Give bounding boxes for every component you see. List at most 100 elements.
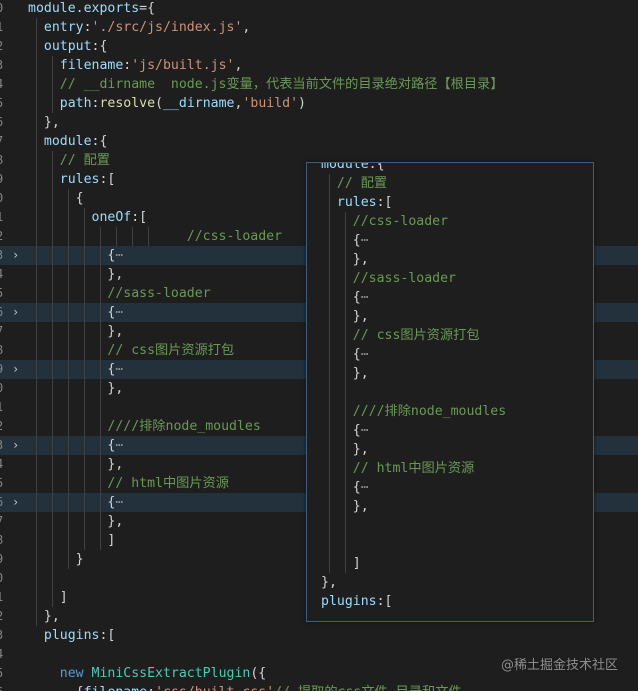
folded-region-ellipsis[interactable]: ⋯	[115, 495, 124, 510]
peek-line[interactable]: rules:[	[307, 193, 593, 212]
code-line[interactable]: 7 },	[0, 322, 638, 341]
peek-line[interactable]: ////排除node_moudles	[307, 402, 593, 421]
peek-definition-panel[interactable]: module:{ // 配置 rules:[ //css-loader {⋯ }…	[306, 162, 594, 622]
peek-line[interactable]	[307, 516, 593, 535]
peek-line[interactable]	[307, 535, 593, 554]
code-text: }	[28, 550, 84, 569]
peek-line[interactable]: },	[307, 440, 593, 459]
code-line[interactable]: 7 },	[0, 512, 638, 531]
code-token: ////排除node_moudles	[321, 404, 507, 419]
indent-guide	[345, 459, 346, 478]
folded-region-ellipsis[interactable]: ⋯	[360, 290, 369, 305]
chevron-right-icon[interactable]: ›	[12, 305, 20, 319]
code-line[interactable]: 4 // __dirname node.js变量，代表当前文件的目录绝对路径【根…	[0, 75, 638, 94]
folded-region-ellipsis[interactable]: ⋯	[360, 423, 369, 438]
peek-line[interactable]: {⋯	[307, 288, 593, 307]
folded-region-ellipsis[interactable]: ⋯	[115, 305, 124, 320]
code-line[interactable]: 2 ////排除node_moudles	[0, 417, 638, 436]
code-token: :	[83, 20, 92, 35]
code-line[interactable]: 9 rules:[	[0, 170, 638, 189]
peek-line[interactable]: },	[307, 497, 593, 516]
peek-line[interactable]: module:{	[307, 163, 593, 174]
code-line[interactable]: 6 {filename:'css/built.css'// 提取的css文件 目…	[0, 683, 638, 691]
peek-line[interactable]: // 配置	[307, 174, 593, 193]
peek-line[interactable]: ]	[307, 554, 593, 573]
code-line[interactable]: 2 //css-loader	[0, 227, 638, 246]
line-number: 5	[0, 474, 3, 493]
code-text: {filename:'css/built.css'// 提取的css文件 目录和…	[28, 683, 462, 691]
folded-region-ellipsis[interactable]: ⋯	[115, 438, 124, 453]
indent-guide	[52, 417, 53, 436]
indent-guide	[68, 303, 69, 322]
peek-line[interactable]: //css-loader	[307, 212, 593, 231]
indent-guide	[329, 535, 330, 554]
indent-guide	[345, 383, 346, 402]
folded-region-ellipsis[interactable]: ⋯	[360, 480, 369, 495]
code-line[interactable]: 2 output:{	[0, 37, 638, 56]
code-line[interactable]: 5 path:resolve(__dirname,'build')	[0, 94, 638, 113]
code-line[interactable]: 0 },	[0, 379, 638, 398]
indent-guide	[68, 284, 69, 303]
chevron-right-icon[interactable]: ›	[12, 438, 20, 452]
peek-code-text: },	[321, 440, 369, 459]
peek-line[interactable]: {⋯	[307, 478, 593, 497]
peek-line[interactable]: //sass-loader	[307, 269, 593, 288]
folded-region-ellipsis[interactable]: ⋯	[115, 362, 124, 377]
code-line[interactable]: 4 },	[0, 455, 638, 474]
chevron-right-icon[interactable]: ›	[12, 495, 20, 509]
code-line[interactable]: 3 plugins:[	[0, 626, 638, 645]
code-line[interactable]: 5 // html中图片资源	[0, 474, 638, 493]
indent-guide	[100, 512, 101, 531]
peek-line[interactable]: },	[307, 250, 593, 269]
indent-guide	[345, 516, 346, 535]
indent-guide	[36, 436, 37, 455]
code-line[interactable]: 3 filename:'js/built.js',	[0, 56, 638, 75]
peek-line[interactable]: {⋯	[307, 421, 593, 440]
code-line[interactable]: 0 {	[0, 189, 638, 208]
code-token: )	[298, 96, 306, 111]
peek-line[interactable]: {⋯	[307, 345, 593, 364]
chevron-right-icon[interactable]: ›	[12, 248, 20, 262]
indent-guide	[100, 398, 101, 417]
indent-guide	[52, 588, 53, 607]
code-line[interactable]: 1 ]	[0, 588, 638, 607]
code-line[interactable]: 1 oneOf:[	[0, 208, 638, 227]
code-line[interactable]: 4	[0, 645, 638, 664]
peek-line[interactable]: // css图片资源打包	[307, 326, 593, 345]
indent-guide	[36, 607, 37, 626]
peek-code-text: },	[321, 497, 369, 516]
code-line[interactable]: 1	[0, 398, 638, 417]
peek-code-text: module:{	[321, 163, 385, 174]
code-line[interactable]: 2 },	[0, 607, 638, 626]
code-line[interactable]: 4 },	[0, 265, 638, 284]
code-line[interactable]: 8 // css图片资源打包	[0, 341, 638, 360]
folded-region-ellipsis[interactable]: ⋯	[360, 347, 369, 362]
indent-guide	[329, 193, 330, 212]
chevron-right-icon[interactable]: ›	[12, 362, 20, 376]
indent-guide	[36, 132, 37, 151]
code-line[interactable]: 0module.exports={	[0, 0, 638, 18]
indent-guide	[36, 398, 37, 417]
code-line[interactable]: 8 // 配置	[0, 151, 638, 170]
peek-line[interactable]: plugins:[	[307, 592, 593, 611]
indent-guide	[52, 208, 53, 227]
code-token: filename	[28, 58, 124, 73]
code-line[interactable]: 5 new MiniCssExtractPlugin({	[0, 664, 638, 683]
peek-line[interactable]: },	[307, 307, 593, 326]
code-line[interactable]: 6 },	[0, 113, 638, 132]
peek-line[interactable]: // html中图片资源	[307, 459, 593, 478]
peek-line[interactable]	[307, 383, 593, 402]
code-line[interactable]: 7 module:{	[0, 132, 638, 151]
code-line[interactable]: 1 entry:'./src/js/index.js',	[0, 18, 638, 37]
code-line[interactable]: 9 }	[0, 550, 638, 569]
indent-guide	[84, 474, 85, 493]
peek-line[interactable]: },	[307, 573, 593, 592]
folded-region-ellipsis[interactable]: ⋯	[360, 233, 369, 248]
code-line[interactable]: 0	[0, 569, 638, 588]
peek-line[interactable]: {⋯	[307, 231, 593, 250]
peek-line[interactable]: },	[307, 364, 593, 383]
code-token: //css-loader	[321, 214, 449, 229]
code-line[interactable]: 8 ]	[0, 531, 638, 550]
code-line[interactable]: 5 //sass-loader	[0, 284, 638, 303]
folded-region-ellipsis[interactable]: ⋯	[115, 248, 124, 263]
